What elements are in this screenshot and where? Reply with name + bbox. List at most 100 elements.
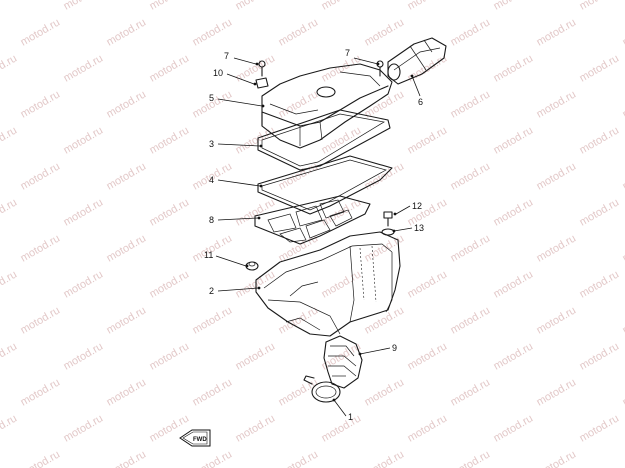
watermark-text: motod.ru bbox=[492, 340, 536, 372]
watermark-text: motod.ru bbox=[621, 376, 625, 408]
watermark-text: motod.ru bbox=[535, 448, 579, 468]
callout-1: 1 bbox=[348, 412, 353, 422]
watermark-text: motod.ru bbox=[406, 0, 450, 13]
watermark-text: motod.ru bbox=[277, 376, 321, 408]
watermark-text: motod.ru bbox=[105, 16, 149, 48]
watermark-text: motod.ru bbox=[406, 268, 450, 300]
watermark-text: motod.ru bbox=[492, 0, 536, 13]
callout-4: 4 bbox=[209, 175, 214, 185]
watermark-text: motod.ru bbox=[320, 412, 364, 444]
callout-5: 5 bbox=[209, 93, 214, 103]
watermark-text: motod.ru bbox=[105, 232, 149, 264]
watermark-text: motod.ru bbox=[535, 232, 579, 264]
callout-10: 10 bbox=[213, 68, 223, 78]
watermark-text: motod.ru bbox=[62, 412, 106, 444]
watermark-text: motod.ru bbox=[492, 124, 536, 156]
watermark-text: motod.ru bbox=[105, 448, 149, 468]
drain-bolt bbox=[383, 211, 393, 227]
filter-frame bbox=[254, 195, 371, 245]
callout-11: 11 bbox=[204, 250, 213, 260]
watermark-text: motod.ru bbox=[535, 304, 579, 336]
watermark-text: motod.ru bbox=[148, 52, 192, 84]
callout-7-left: 7 bbox=[224, 51, 229, 61]
callout-13: 13 bbox=[414, 223, 424, 233]
watermark-text: motod.ru bbox=[363, 376, 407, 408]
watermark-text: motod.ru bbox=[535, 16, 579, 48]
watermark-text: motod.ru bbox=[578, 52, 622, 84]
watermark-text: motod.ru bbox=[492, 196, 536, 228]
watermark-text: motod.ru bbox=[0, 52, 19, 84]
watermark-text: motod.ru bbox=[277, 448, 321, 468]
watermark-text: motod.ru bbox=[105, 160, 149, 192]
leader-lines bbox=[215, 57, 421, 417]
callout-12: 12 bbox=[412, 201, 422, 211]
fwd-arrow-icon: FWD bbox=[179, 429, 211, 447]
watermark-text: motod.ru bbox=[578, 196, 622, 228]
watermark-text: motod.ru bbox=[148, 268, 192, 300]
watermark-text: motod.ru bbox=[449, 304, 493, 336]
watermark-text: motod.ru bbox=[578, 124, 622, 156]
watermark-text: motod.ru bbox=[535, 376, 579, 408]
watermark-text: motod.ru bbox=[406, 340, 450, 372]
watermark-text: motod.ru bbox=[234, 52, 278, 84]
watermark-text: motod.ru bbox=[234, 412, 278, 444]
watermark-text: motod.ru bbox=[62, 52, 106, 84]
watermark-text: motod.ru bbox=[234, 268, 278, 300]
watermark-text: motod.ru bbox=[578, 268, 622, 300]
watermark-text: motod.ru bbox=[320, 124, 364, 156]
watermark-text: motod.ru bbox=[0, 268, 19, 300]
callout-7-right: 7 bbox=[345, 48, 350, 58]
watermark-text: motod.ru bbox=[62, 0, 106, 13]
watermark-text: motod.ru bbox=[191, 376, 235, 408]
watermark-text: motod.ru bbox=[277, 16, 321, 48]
watermark-text: motod.ru bbox=[148, 124, 192, 156]
watermark-text: motod.ru bbox=[19, 16, 63, 48]
screw-left bbox=[258, 60, 266, 77]
callout-8: 8 bbox=[209, 215, 214, 225]
callout-labels: 7 10 5 3 4 8 11 2 7 6 12 13 9 1 bbox=[204, 48, 424, 422]
watermark-text: motod.ru bbox=[19, 304, 63, 336]
watermark-text: motod.ru bbox=[191, 448, 235, 468]
watermark-text: motod.ru bbox=[19, 232, 63, 264]
watermark-text: motod.ru bbox=[191, 16, 235, 48]
watermark-text: motod.ru bbox=[621, 160, 625, 192]
watermark-text: motod.ru bbox=[148, 340, 192, 372]
watermark-text: motod.ru bbox=[621, 232, 625, 264]
watermark-text: motod.ru bbox=[234, 340, 278, 372]
watermark-text: motod.ru bbox=[148, 196, 192, 228]
watermark-text: motod.ru bbox=[0, 124, 19, 156]
watermark-text: motod.ru bbox=[449, 232, 493, 264]
callout-9: 9 bbox=[392, 343, 397, 353]
watermark-text: motod.ru bbox=[191, 304, 235, 336]
watermark-text: motod.ru bbox=[492, 52, 536, 84]
fwd-label: FWD bbox=[193, 437, 207, 443]
watermark-text: motod.ru bbox=[535, 160, 579, 192]
watermark-text: motod.ru bbox=[62, 196, 106, 228]
watermark-text: motod.ru bbox=[0, 340, 19, 372]
holder-clip bbox=[255, 77, 269, 89]
watermark-text: motod.ru bbox=[62, 268, 106, 300]
watermark-text: motod.ru bbox=[105, 376, 149, 408]
watermark-text: motod.ru bbox=[621, 16, 625, 48]
watermark-text: motod.ru bbox=[320, 0, 364, 13]
watermark-text: motod.ru bbox=[62, 124, 106, 156]
watermark-text: motod.ru bbox=[621, 448, 625, 468]
watermark-text: motod.ru bbox=[234, 0, 278, 13]
watermark-text: motod.ru bbox=[19, 160, 63, 192]
hose-clamp bbox=[303, 375, 341, 403]
watermark-text: motod.ru bbox=[0, 196, 19, 228]
watermark-text: motod.ru bbox=[449, 88, 493, 120]
watermark-text: motod.ru bbox=[449, 16, 493, 48]
callout-6: 6 bbox=[418, 97, 423, 107]
watermark-text: motod.ru bbox=[277, 304, 321, 336]
callout-2: 2 bbox=[209, 286, 214, 296]
watermark-text: motod.ru bbox=[492, 268, 536, 300]
watermark-text: motod.ru bbox=[621, 304, 625, 336]
callout-3: 3 bbox=[209, 139, 214, 149]
watermark-text: motod.ru bbox=[320, 268, 364, 300]
watermark-text: motod.ru bbox=[449, 376, 493, 408]
watermark-text: motod.ru bbox=[578, 340, 622, 372]
inlet-duct bbox=[387, 37, 447, 85]
watermark-text: motod.ru bbox=[105, 88, 149, 120]
